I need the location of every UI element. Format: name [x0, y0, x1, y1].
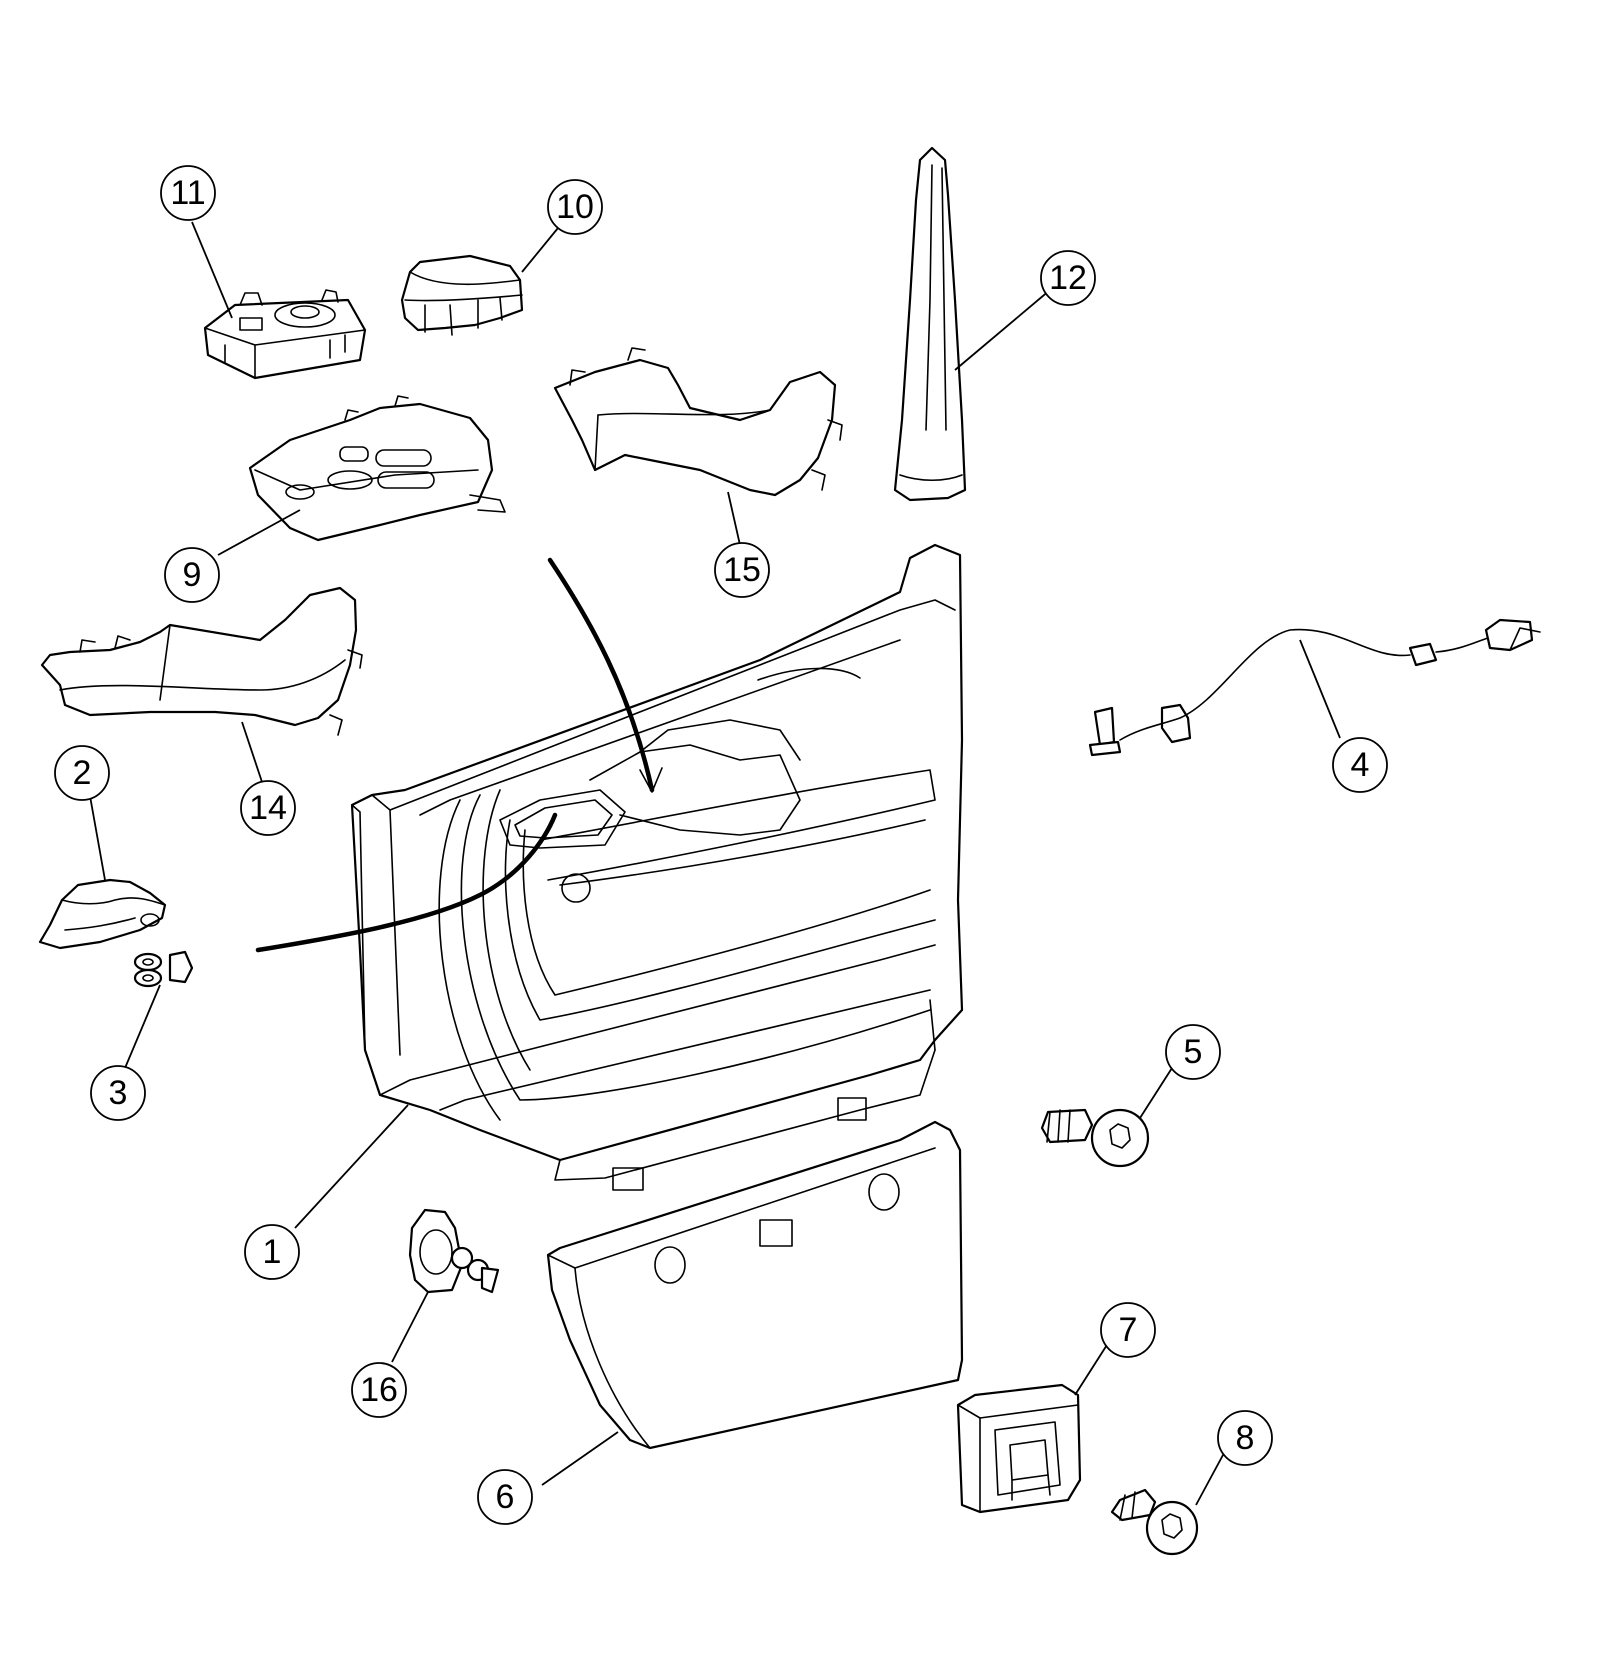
leader-9 — [217, 509, 301, 556]
leader-5 — [1139, 1067, 1173, 1119]
callout-label: 3 — [109, 1074, 128, 1112]
callout-5[interactable]: 5 — [1165, 1024, 1221, 1080]
leader-15 — [727, 491, 741, 546]
callout-label: 11 — [170, 174, 205, 212]
leader-16 — [391, 1291, 429, 1363]
part-9-switch-bezel[interactable] — [248, 395, 506, 542]
callout-16[interactable]: 16 — [351, 1362, 407, 1418]
leader-10 — [521, 227, 559, 273]
part-14-armrest[interactable] — [40, 586, 363, 736]
callout-label: 9 — [183, 556, 202, 594]
callout-label: 12 — [1049, 259, 1087, 297]
callout-2[interactable]: 2 — [54, 745, 110, 801]
leader-1 — [294, 1104, 409, 1229]
leader-lines — [89, 221, 1341, 1506]
callout-14[interactable]: 14 — [240, 780, 296, 836]
callout-label: 14 — [249, 789, 287, 827]
callout-label: 7 — [1119, 1311, 1138, 1349]
part-7-clip[interactable] — [956, 1383, 1082, 1514]
callout-3[interactable]: 3 — [90, 1065, 146, 1121]
callout-10[interactable]: 10 — [547, 179, 603, 235]
part-11-switch-module[interactable] — [203, 289, 367, 380]
callout-7[interactable]: 7 — [1100, 1302, 1156, 1358]
part-8-screw[interactable] — [1110, 1488, 1199, 1556]
callout-label: 5 — [1184, 1033, 1203, 1071]
callout-15[interactable]: 15 — [714, 542, 770, 598]
leader-11 — [191, 221, 233, 319]
part-16-fastener[interactable] — [408, 1208, 500, 1294]
callout-label: 15 — [723, 551, 761, 589]
callout-9[interactable]: 9 — [164, 547, 220, 603]
door-handle-rods — [255, 557, 663, 953]
leader-6 — [541, 1431, 619, 1486]
leader-12 — [954, 289, 1051, 371]
callout-label: 16 — [360, 1371, 398, 1409]
part-4-wire-harness[interactable] — [1088, 618, 1541, 757]
part-12-molding[interactable] — [893, 146, 967, 502]
leader-3 — [124, 984, 161, 1069]
callout-label: 6 — [496, 1478, 515, 1516]
part-15-armrest[interactable] — [553, 347, 843, 497]
callout-label: 4 — [1351, 746, 1370, 784]
callout-12[interactable]: 12 — [1040, 250, 1096, 306]
part-1-door-trim-panel[interactable] — [350, 543, 964, 1191]
callout-label: 8 — [1236, 1419, 1255, 1457]
callout-1[interactable]: 1 — [244, 1224, 300, 1280]
callout-label: 2 — [73, 754, 92, 792]
leader-4 — [1299, 639, 1341, 739]
callout-label: 1 — [263, 1233, 282, 1271]
callout-11[interactable]: 11 — [160, 165, 216, 221]
leader-14 — [241, 721, 263, 783]
part-2-inside-handle[interactable] — [38, 878, 167, 950]
part-10-switch[interactable] — [400, 254, 524, 336]
callout-label: 10 — [556, 188, 594, 226]
callout-6[interactable]: 6 — [477, 1469, 533, 1525]
part-6-lower-trim-panel[interactable] — [546, 1120, 964, 1450]
callout-8[interactable]: 8 — [1217, 1410, 1273, 1466]
part-3-retainer[interactable] — [133, 950, 194, 988]
callout-4[interactable]: 4 — [1332, 737, 1388, 793]
part-5-screw[interactable] — [1040, 1108, 1150, 1168]
leader-2 — [89, 795, 106, 881]
